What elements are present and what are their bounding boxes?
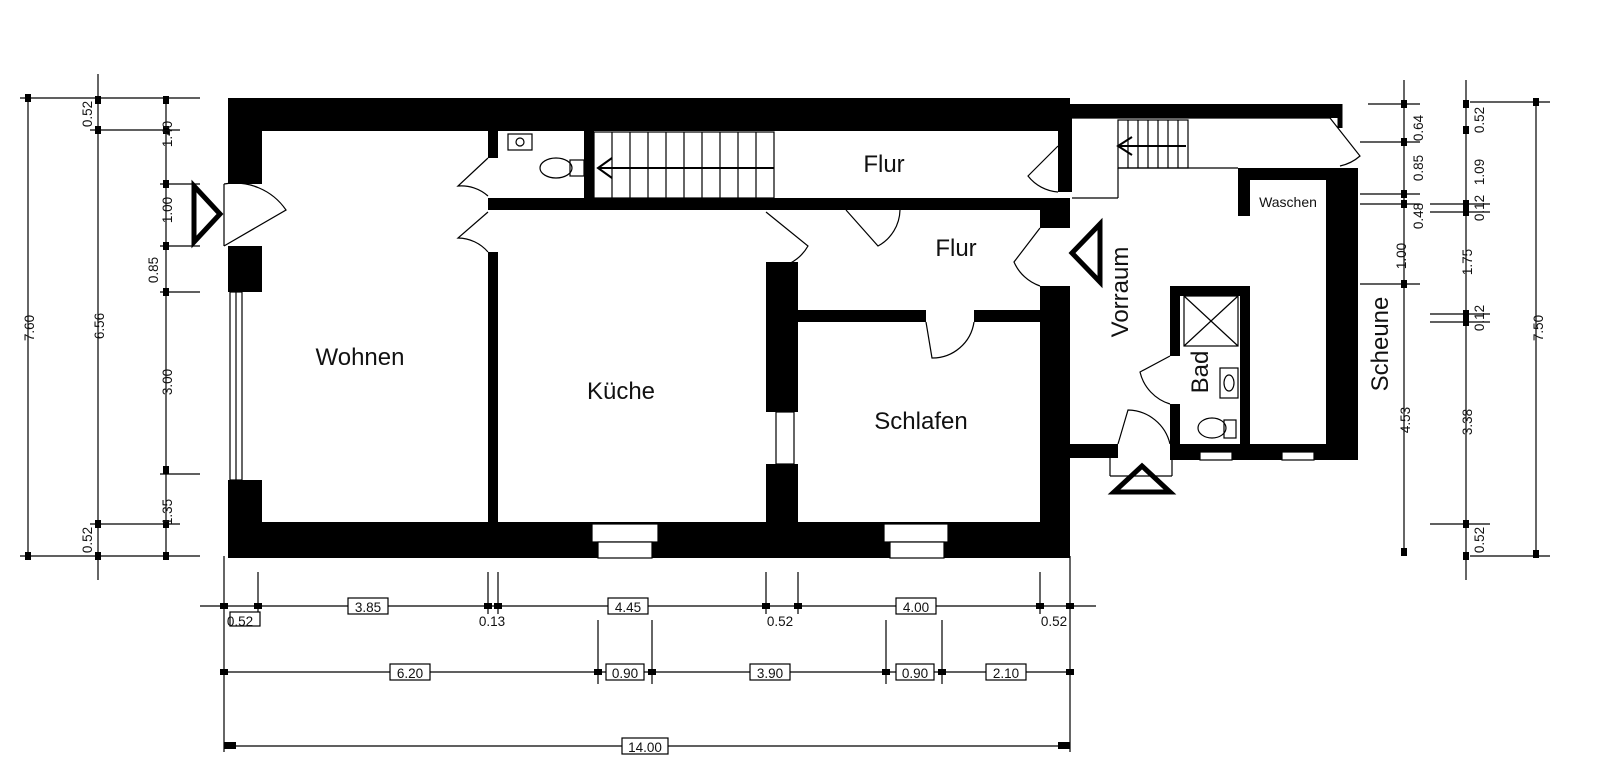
dim-bottom2-3: 3.90 <box>757 666 783 681</box>
dim-right-inner-5: 4.53 <box>1398 407 1413 433</box>
dim-right-outer-6: 3.38 <box>1460 409 1475 435</box>
toilet-icon <box>1197 417 1237 439</box>
dim-bottom-5: 0.52 <box>767 614 793 629</box>
entrance-arrow-icon <box>191 179 224 249</box>
stairs <box>593 119 1189 199</box>
dim-bottom-4: 4.45 <box>615 600 641 615</box>
dim-right-inner-4: 1.00 <box>1394 243 1409 269</box>
dim-left-top: 0.52 <box>80 101 95 127</box>
dim-left-total: 7.60 <box>22 315 37 341</box>
dim-bottom-7: 0.52 <box>1041 614 1067 629</box>
fixtures <box>507 133 1239 439</box>
dim-right-inner-1: 0.64 <box>1411 114 1426 141</box>
dim-right-outer-3: 0.12 <box>1472 195 1487 221</box>
room-label-bad: Bad <box>1187 351 1214 394</box>
dim-bottom2-5: 2.10 <box>993 666 1019 681</box>
dim-left-bottom: 0.52 <box>80 527 95 553</box>
dim-right-outer-4: 1.75 <box>1460 249 1475 275</box>
dim-left-inner-3: 0.85 <box>146 257 161 283</box>
room-label-kueche: Küche <box>587 378 655 405</box>
dim-right-outer-5: 0.12 <box>1472 305 1487 331</box>
sink-icon <box>1219 367 1239 399</box>
dim-left-inner-2: 1.00 <box>160 197 175 223</box>
dim-left-sub: 6.56 <box>92 313 107 339</box>
dim-bottom-3: 0.13 <box>479 614 505 629</box>
dim-right-outer-2: 1.09 <box>1472 159 1487 185</box>
sink-icon <box>507 133 533 151</box>
dim-bottom-6: 4.00 <box>903 600 929 615</box>
dim-bottom2-4: 0.90 <box>902 666 928 681</box>
dim-bottom-total: 14.00 <box>628 740 662 755</box>
dim-right-outer-7: 0.52 <box>1472 527 1487 553</box>
dim-bottom-2: 3.85 <box>355 600 381 615</box>
shower-icon <box>1183 295 1239 347</box>
dim-right-inner-2: 0.85 <box>1411 155 1426 181</box>
dim-bottom2-1: 6.20 <box>397 666 423 681</box>
dim-bottom-1: 0.52 <box>227 614 253 629</box>
room-label-schlafen: Schlafen <box>874 408 967 435</box>
entrances <box>191 179 1177 495</box>
room-labels: Wohnen Küche Flur Flur Schlafen Vorraum … <box>316 151 1394 435</box>
room-label-waschen: Waschen <box>1259 194 1317 210</box>
entrance-arrow-icon <box>1068 217 1103 289</box>
dim-right-outer-1: 0.52 <box>1472 107 1487 133</box>
dim-right-total: 7.50 <box>1531 315 1546 341</box>
entrance-arrow-icon <box>1107 462 1177 495</box>
dim-left-inner-4: 3.00 <box>160 369 175 395</box>
room-label-vorraum: Vorraum <box>1107 247 1134 338</box>
dim-left-inner-1: 1.40 <box>160 121 175 147</box>
dim-left-inner-5: 1.35 <box>160 499 175 525</box>
room-label-flur-mid: Flur <box>935 235 976 262</box>
toilet-icon <box>539 157 594 179</box>
dim-right-inner-3: 0.48 <box>1411 203 1426 229</box>
windows <box>229 291 1315 559</box>
stair-arrow-icon <box>1116 136 1186 156</box>
doors <box>223 117 1361 445</box>
room-label-wohnen: Wohnen <box>316 344 405 371</box>
dimension-lines: 7.60 0.52 6.56 0.52 1.40 1.00 0.85 3.00 … <box>20 74 1550 755</box>
dim-bottom2-2: 0.90 <box>612 666 638 681</box>
room-label-flur-top: Flur <box>863 151 904 178</box>
room-label-scheune: Scheune <box>1367 297 1394 392</box>
stair-arrow-icon <box>596 157 774 179</box>
